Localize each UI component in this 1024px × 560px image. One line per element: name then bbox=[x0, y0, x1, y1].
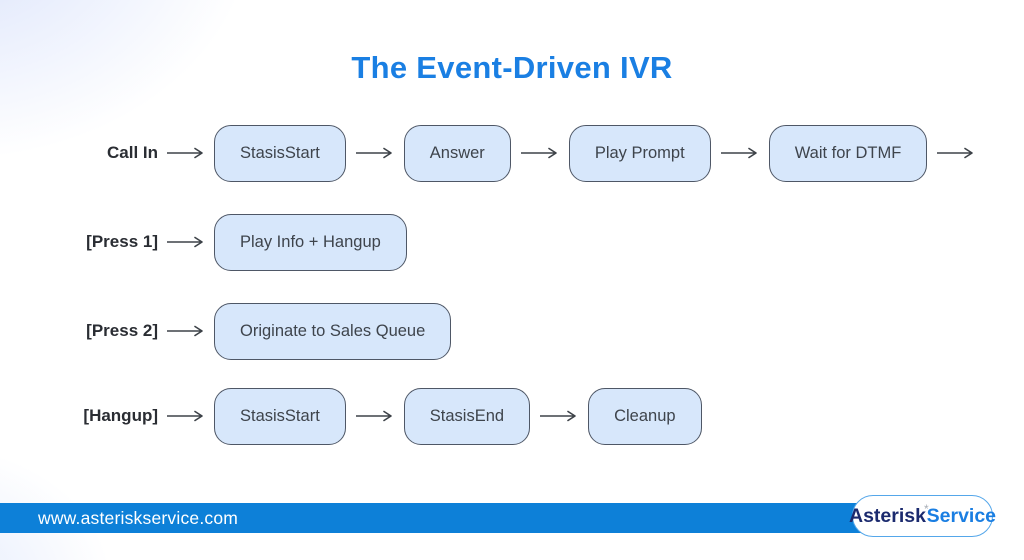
logo-asterisk-text: Asterisk bbox=[848, 504, 926, 527]
flow-node: Wait for DTMF bbox=[768, 124, 928, 182]
right-arrow-icon bbox=[937, 147, 974, 159]
flow-diagram: Call In StasisStart Answer Play Prompt Wait … bbox=[50, 123, 985, 475]
row-label: [Hangup] bbox=[83, 406, 158, 425]
page-title: The Event-Driven IVR bbox=[351, 50, 673, 85]
flow-node: StasisStart bbox=[214, 124, 346, 182]
right-arrow-icon bbox=[167, 325, 203, 337]
right-arrow-icon bbox=[520, 147, 557, 159]
flow-node: Cleanup bbox=[588, 387, 702, 445]
row-label: Call In bbox=[106, 143, 158, 162]
flow-row: [Hangup] StasisStart StasisEnd Cleanup bbox=[50, 386, 985, 446]
flow-node: Answer bbox=[403, 124, 511, 182]
flow-node: Play Info + Hangup bbox=[214, 213, 407, 271]
right-arrow-icon bbox=[167, 236, 203, 248]
flow-row: [Press 1] Play Info + Hangup bbox=[50, 212, 985, 272]
flow-node: StasisStart bbox=[214, 387, 346, 445]
row-label: [Press 1] bbox=[86, 232, 158, 251]
footer-bar: www.asteriskservice.com bbox=[0, 503, 878, 533]
flow-node: Play Prompt bbox=[568, 124, 711, 182]
flow-node: StasisEnd bbox=[403, 387, 531, 445]
row-label: [Press 2] bbox=[86, 321, 158, 340]
footer-url: www.asteriskservice.com bbox=[38, 507, 239, 528]
flow-node: Originate to Sales Queue bbox=[214, 302, 452, 360]
right-arrow-icon bbox=[167, 410, 203, 422]
right-arrow-icon bbox=[355, 147, 392, 159]
asterisk-mark-icon: * bbox=[923, 501, 929, 516]
brand-logo: Asterisk*Service bbox=[848, 495, 997, 537]
flow-row: Call In StasisStart Answer Play Prompt Wait … bbox=[50, 123, 985, 183]
logo-service-text: Service bbox=[926, 504, 997, 527]
right-arrow-icon bbox=[540, 410, 576, 422]
right-arrow-icon bbox=[720, 147, 757, 159]
right-arrow-icon bbox=[355, 410, 392, 422]
right-arrow-icon bbox=[167, 147, 203, 159]
flow-row: [Press 2] Originate to Sales Queue bbox=[50, 301, 985, 361]
brand-logo-text: Asterisk*Service bbox=[848, 501, 997, 528]
